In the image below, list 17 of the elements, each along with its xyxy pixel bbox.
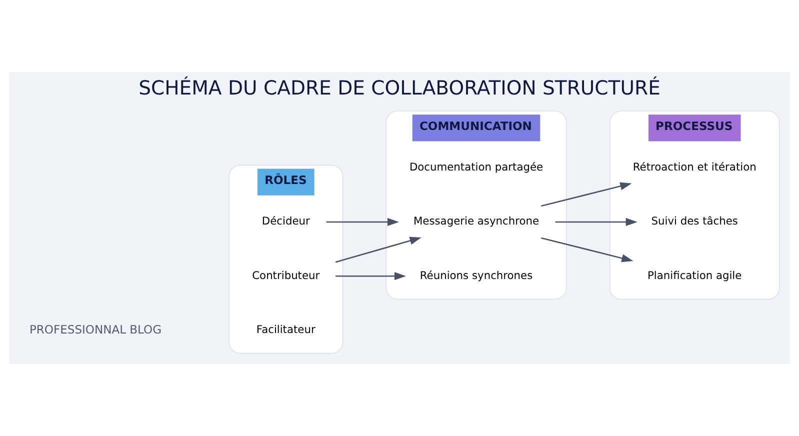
diagram-title: SCHÉMA DU CADRE DE COLLABORATION STRUCTURÉ: [138, 76, 660, 100]
node-text: Documentation partagée: [409, 160, 544, 174]
node-text: Contributeur: [252, 268, 320, 282]
arrow: [541, 182, 632, 207]
node-text: Messagerie asynchrone: [414, 214, 540, 228]
node-text: Rétroaction et itération: [632, 160, 756, 174]
node-text: Réunions synchrones: [420, 268, 533, 282]
node-text: Facilitateur: [256, 323, 316, 336]
arrow: [541, 237, 634, 262]
node-text: Décideur: [262, 214, 310, 228]
arrow: [326, 218, 400, 226]
node-text: Planification agile: [648, 268, 742, 282]
arrow: [335, 236, 422, 263]
arrow: [336, 272, 406, 280]
node-text: Suivi des tâches: [651, 214, 738, 228]
label: PROFESSIONNAL BLOG: [29, 322, 162, 336]
arrow: [555, 218, 638, 226]
